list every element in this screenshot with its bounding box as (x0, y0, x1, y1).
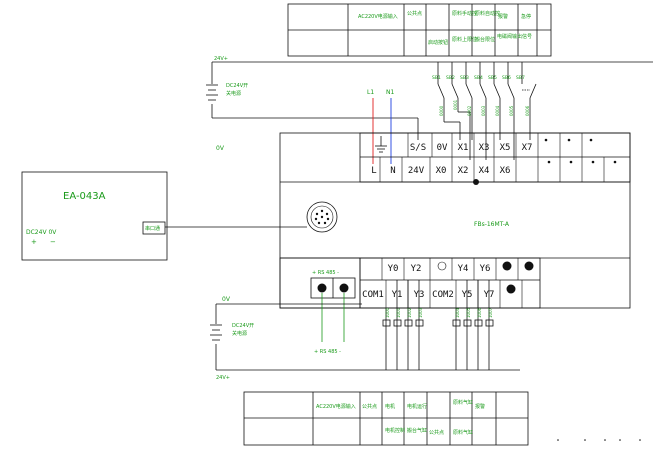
bottom-0v-label: 0V (222, 296, 231, 303)
input-wire-label-1: 0000 (439, 105, 444, 116)
bottom-table-alarm: 报警 (475, 403, 485, 410)
switch-label-5: SB5 (488, 75, 497, 81)
terminal-com1: COM1 (362, 290, 384, 300)
terminal-ss: S/S (410, 143, 426, 153)
output-wire-label-1: 1000 (385, 307, 390, 318)
switch-label-1: SB1 (432, 75, 441, 81)
output-wire-label-6: 1005 (466, 307, 471, 318)
plc-0v-label: 0V (216, 145, 225, 152)
plc-serial-port (306, 201, 338, 233)
bottom-table-ac-input: AC220V电源输入 (316, 403, 356, 410)
l1-label: L1 (367, 89, 374, 96)
input-wire-label-6: 0005 (509, 105, 514, 116)
terminal-x0: X0 (436, 166, 447, 176)
input-wire-label-2: 0001 (453, 99, 458, 110)
switch-label-3: SB3 (460, 75, 469, 81)
bottom-table-motor-run: 电机运行 (407, 403, 427, 410)
bottom-table-stage-cyl: 搬台气缸 (407, 427, 427, 434)
hmi-panel (21, 171, 168, 261)
top-table-valve: 电磁阀输出信号 (497, 33, 532, 40)
terminal-n: N (390, 166, 395, 176)
top-table-upper-limit: 原料上限位 (452, 36, 477, 43)
terminal-y2: Y2 (411, 264, 422, 274)
output-wire-label-7: 1006 (477, 307, 482, 318)
top-psu-label-2: 关电源 (226, 90, 241, 97)
bottom-psu-label-2: 关电源 (232, 330, 247, 337)
terminal-x4: X4 (479, 166, 490, 176)
top-24v-label: 24V+ (214, 56, 228, 62)
rs485-plus-terminal (317, 283, 327, 293)
top-table-estop: 急停 (521, 13, 531, 20)
plc-body (279, 132, 631, 309)
output-wire-label-2: 1001 (396, 307, 401, 318)
bottom-table-common-2: 公共点 (429, 429, 444, 436)
hmi-model: EA-043A (63, 191, 106, 202)
top-psu-symbol (206, 84, 218, 101)
top-psu-label-1: DC24V开 (226, 83, 248, 89)
top-table-manual: 原料手动控 (452, 10, 477, 17)
output-wire-label-5: 1004 (455, 307, 460, 318)
bottom-table-material-cyl: 原料气缸 (453, 399, 473, 406)
top-table-stage-limit: 搬台限位 (475, 36, 495, 43)
switch-label-7: SB7 (516, 75, 525, 81)
common-junction (473, 179, 479, 185)
switch-label-2: SB2 (446, 75, 455, 81)
rs485-bottom-label: + RS 485 - (314, 349, 341, 355)
switch-label-4: SB4 (474, 75, 483, 81)
terminal-com2: COM2 (432, 290, 454, 300)
terminal-y0: Y0 (388, 264, 399, 274)
switch-label-6: SB6 (502, 75, 511, 81)
top-table-common: 公共点 (407, 10, 422, 17)
hmi-minus: − (50, 238, 56, 246)
terminal-x7: X7 (522, 143, 533, 153)
bottom-24v-label: 24V+ (216, 375, 230, 381)
top-table-start: 启动按钮 (428, 39, 448, 46)
terminal-y4: Y4 (458, 264, 469, 274)
rs485-wiring (321, 293, 345, 342)
output-wire-label-8: 1007 (488, 307, 493, 318)
terminal-l: L (371, 166, 376, 176)
hmi-plus: + (31, 238, 37, 246)
bottom-table-motor: 电机 (385, 403, 395, 410)
bottom-supply-wiring (215, 303, 520, 371)
input-wire-label-4: 0003 (481, 105, 486, 116)
rs485-top-label: + RS 485 - (312, 270, 339, 276)
rs485-minus-terminal (339, 283, 349, 293)
terminal-x6: X6 (500, 166, 511, 176)
bottom-table-material-cyl-2: 原料气缸 (453, 429, 473, 436)
top-table-auto: 原料自动控 (475, 10, 500, 17)
input-wire-label-3: 0002 (467, 105, 472, 116)
bottom-table-motor-ctrl: 电机控制 (385, 427, 405, 434)
terminal-24v: 24V (408, 166, 425, 176)
terminal-x3: X3 (479, 143, 490, 153)
bottom-psu-label-1: DC24V开 (232, 323, 254, 329)
output-wire-label-3: 1002 (407, 307, 412, 318)
terminal-y6: Y6 (480, 264, 491, 274)
output-wire-label-4: 1003 (418, 307, 423, 318)
output-wiring (382, 280, 494, 370)
top-supply-wiring (211, 61, 653, 140)
bottom-io-table (243, 391, 529, 446)
top-io-table (287, 3, 552, 57)
n1-label: N1 (386, 89, 394, 96)
input-wire-label-5: 0004 (495, 105, 500, 116)
terminal-x2: X2 (458, 166, 469, 176)
hmi-power-label: DC24V 0V (26, 229, 57, 236)
input-wire-label-7: 0006 (525, 105, 530, 116)
terminal-x5: X5 (500, 143, 511, 153)
hmi-port-label: 串口通 (145, 225, 160, 232)
plc-model: FBs-16MT-A (474, 221, 510, 228)
terminal-x1: X1 (458, 143, 469, 153)
terminal-0v: 0V (437, 143, 448, 153)
top-table-alarm: 报警 (498, 13, 508, 20)
bottom-table-common: 公共点 (362, 403, 377, 410)
top-table-ac-input: AC220V电源输入 (358, 13, 398, 20)
bottom-psu-symbol (210, 324, 222, 341)
ground-symbol (375, 136, 387, 153)
